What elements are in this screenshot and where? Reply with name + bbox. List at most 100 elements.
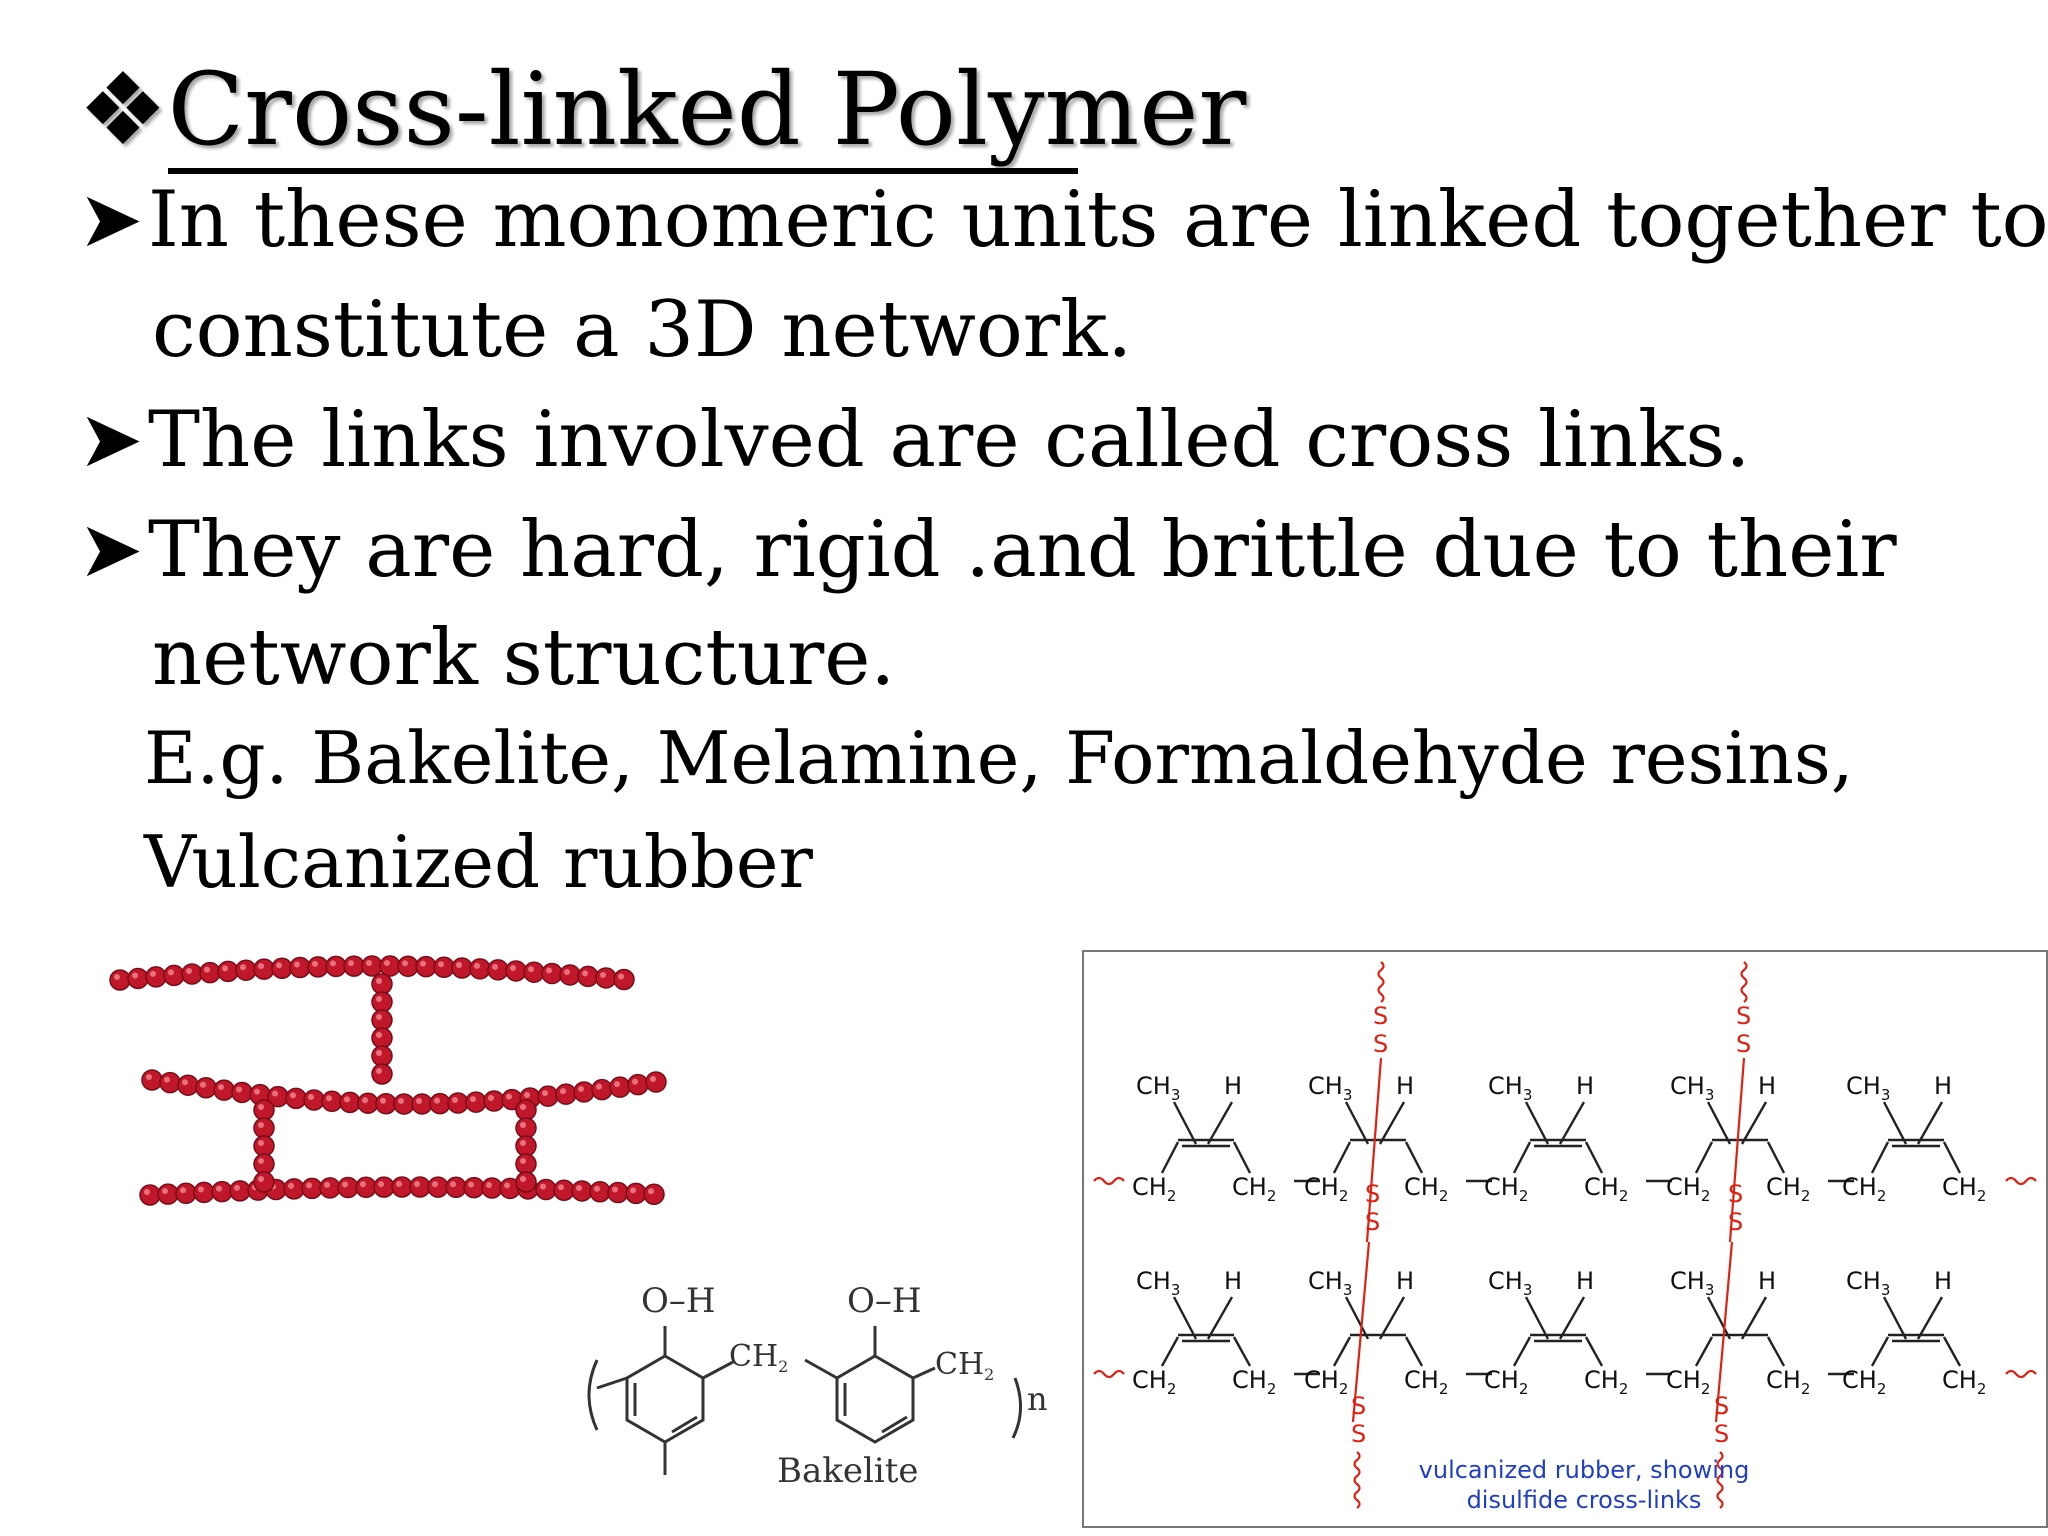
bead [559,964,581,986]
hydrogen-label: H [1758,1267,1776,1295]
bead [193,1181,215,1204]
bakelite-structure: O–H O–H CH2 CH2 n Bakelite [587,1281,1048,1491]
bead [373,1176,395,1198]
bead [515,1099,537,1121]
bead [465,1091,487,1113]
hydrogen-label: H [1576,1072,1594,1100]
methylene-label: CH2 [1666,1366,1710,1398]
methyl-group-label: CH3 [1308,1072,1352,1104]
bead [627,1073,649,1096]
sulfur-atom-label: S [1736,1030,1751,1058]
methyl-group-label: CH3 [1846,1267,1890,1299]
bead [573,1081,595,1103]
bead [393,1093,415,1115]
bead [409,1176,431,1198]
bead [541,962,563,985]
methyl-group-label: CH3 [1488,1267,1532,1299]
bead [253,1099,275,1121]
bead [415,955,437,978]
bullet-3-line-2: network structure. [152,613,896,703]
diamond-bullet-icon: ❖ [78,51,168,168]
bead [397,955,419,978]
bead [231,1081,253,1104]
methylene-label: CH2 [1304,1366,1348,1398]
bead [181,963,203,985]
methylene-label: CH2 [1404,1173,1448,1205]
hydrogen-label: H [1576,1267,1594,1295]
bead [515,1153,537,1175]
arrow-bullet-icon: ➤ [78,505,144,595]
bead [355,1176,377,1199]
bead [141,1069,163,1091]
arrow-bullet-icon: ➤ [78,395,144,485]
rubber-caption-line-2: disulfide cross-links [1467,1486,1702,1514]
methylene-label: CH2 [1766,1173,1810,1205]
methyl-group-label: CH3 [1488,1072,1532,1104]
slide-title: ❖Cross-linked Polymer [78,50,1246,170]
bead [379,955,401,977]
bead [515,1117,537,1139]
bead [645,1071,667,1093]
bullet-1-line-2: constitute a 3D network. [152,285,1133,375]
bead [361,955,383,977]
bead [253,958,275,980]
bead [303,1089,325,1111]
methylene-label: CH2 [1304,1173,1348,1205]
methyl-group-label: CH3 [1670,1267,1714,1299]
sulfur-atom-label: S [1365,1208,1380,1236]
title-underline [168,168,1078,174]
bead [319,1177,341,1199]
bead [515,1171,537,1193]
bead [481,1177,503,1199]
bead [595,967,617,989]
example-line-2: Vulcanized rubber [144,820,813,904]
bead [163,964,185,987]
bead [157,1183,179,1205]
bead [343,955,365,977]
methylene-label: CH2 [1766,1366,1810,1398]
bead [371,1027,393,1049]
bead [371,1063,393,1085]
hydrogen-label: H [1224,1267,1242,1295]
crosslinked-chains-illustration [109,955,667,1206]
methylene-label: CH2 [1484,1366,1528,1398]
bead [285,1087,307,1110]
methylene-label: CH2 [1132,1173,1176,1205]
bullet-1-line-1: ➤In these monomeric units are linked tog… [78,170,2048,270]
sulfur-atom-label: S [1736,1002,1751,1030]
methylene-label: CH2 [1484,1173,1528,1205]
bead [211,1180,233,1203]
methylene-label: CH2 [1842,1173,1886,1205]
bead [391,1176,413,1198]
sulfur-atom-label: S [1351,1420,1366,1448]
bead [375,1092,397,1115]
sulfur-atom-label: S [1714,1392,1729,1420]
bead [229,1180,251,1202]
bead [321,1090,343,1113]
hydrogen-label: H [1224,1072,1242,1100]
methyl-group-label: CH3 [1136,1072,1180,1104]
bead [487,959,509,981]
repeat-n-label: n [1027,1380,1048,1418]
methylene-label: CH2 [1942,1173,1986,1205]
bead [175,1182,197,1205]
methylene-label: CH2 [1232,1173,1276,1205]
bead [589,1180,611,1203]
methyl-group-label: CH3 [1670,1072,1714,1104]
bead [445,1176,467,1199]
bead [555,1083,577,1105]
bead [271,957,293,979]
bead [609,1076,631,1098]
hydroxyl-label-1: O–H [641,1281,716,1321]
bead [357,1092,379,1114]
bead [199,961,221,984]
bead [553,1179,575,1201]
bead [325,955,347,978]
bead [127,967,149,990]
bead [145,966,167,988]
bead [139,1184,161,1206]
arrow-bullet-icon: ➤ [78,175,144,265]
bead [371,991,393,1013]
